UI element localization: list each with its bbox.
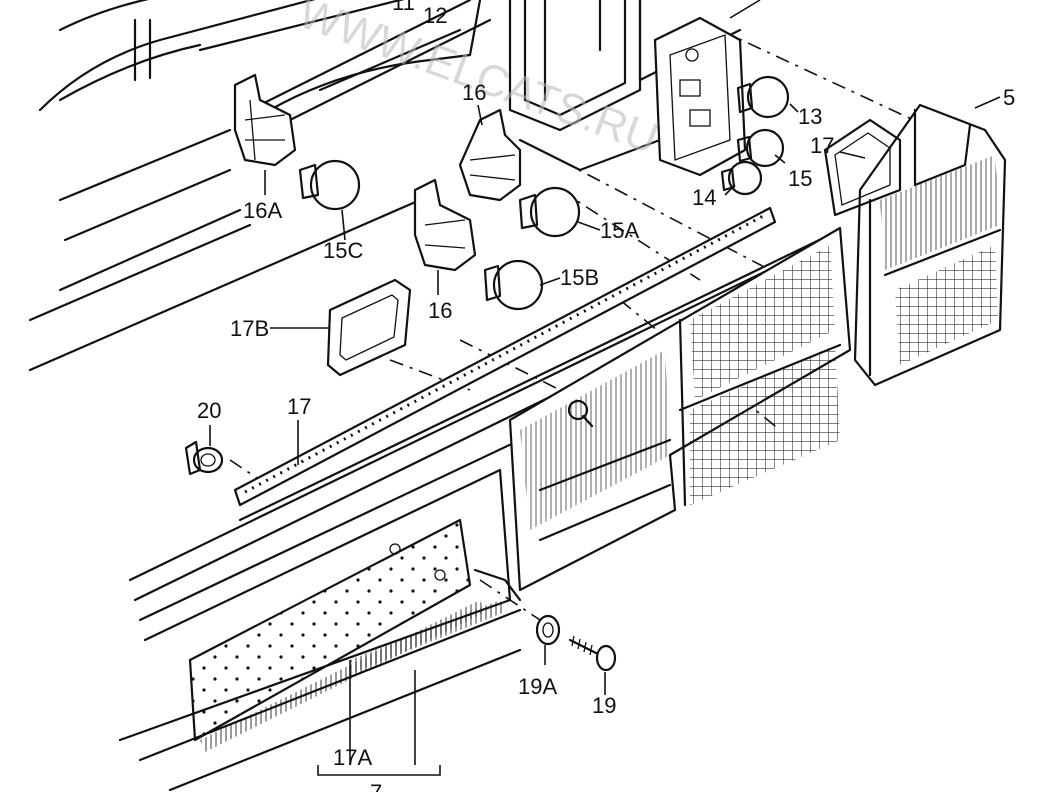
bulb-holder xyxy=(653,16,747,177)
callout-15c: 15C xyxy=(323,238,363,263)
callout-5: 5 xyxy=(1003,85,1015,110)
callout-15a: 15A xyxy=(600,218,639,243)
callout-17b: 17B xyxy=(230,316,269,341)
callout-17-right: 17 xyxy=(810,133,834,158)
left-taillamp xyxy=(508,226,852,592)
callout-19a: 19A xyxy=(518,674,557,699)
gasket-17b xyxy=(326,278,412,377)
callout-16a: 16A xyxy=(243,198,282,223)
socket-16-mid xyxy=(413,178,477,272)
callout-labels: 11 12 5 13 17 15 14 16 16A 15C 15A 15B 1… xyxy=(197,0,1015,792)
callout-16-mid: 16 xyxy=(428,298,452,323)
panel-17a xyxy=(188,518,522,752)
bulb-15 xyxy=(736,128,785,168)
washer-19a xyxy=(535,614,561,646)
callout-17-left: 17 xyxy=(287,394,311,419)
callout-7: 7 xyxy=(370,780,382,792)
callout-15: 15 xyxy=(788,166,812,191)
trim-strip xyxy=(233,206,842,522)
callout-20: 20 xyxy=(197,398,221,423)
bulb-14 xyxy=(720,160,763,196)
callout-17a: 17A xyxy=(333,745,372,770)
callout-11: 11 xyxy=(392,0,415,15)
screw-19 xyxy=(568,635,617,672)
bulb-15b xyxy=(483,259,544,311)
callout-14: 14 xyxy=(692,185,716,210)
callout-16-top: 16 xyxy=(462,80,486,105)
bulb-15c xyxy=(298,159,361,211)
car-body-outline xyxy=(28,0,742,372)
socket-16-top xyxy=(458,108,522,202)
right-taillamp xyxy=(853,103,1007,387)
socket-16a xyxy=(233,73,297,167)
callout-12: 12 xyxy=(423,3,447,28)
gasket-right xyxy=(823,118,902,217)
callout-19: 19 xyxy=(592,693,616,718)
clip-20 xyxy=(184,440,224,476)
bulb-15a xyxy=(518,186,581,238)
bulb-13 xyxy=(736,75,790,119)
callout-13: 13 xyxy=(798,104,822,129)
callout-15b: 15B xyxy=(560,265,599,290)
leader-lines xyxy=(209,0,1001,776)
